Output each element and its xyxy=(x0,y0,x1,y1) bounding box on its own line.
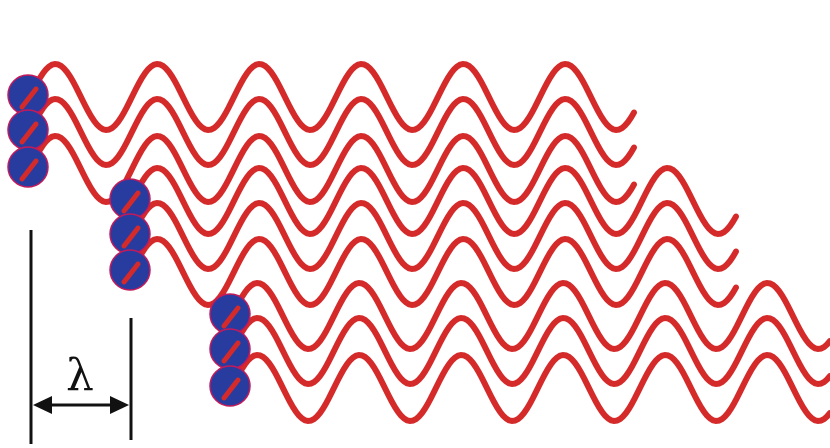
wave-source-dot xyxy=(209,328,251,370)
wave-source-dot xyxy=(209,365,251,407)
wave-source-dot xyxy=(109,249,151,291)
wavelength-label: λ xyxy=(66,350,94,401)
wave-line xyxy=(31,60,637,134)
source-emission-tick xyxy=(19,86,39,110)
source-emission-tick xyxy=(221,305,241,329)
wave-source-dot xyxy=(7,146,49,188)
wave-line xyxy=(133,235,739,309)
source-emission-tick xyxy=(121,261,141,285)
wave-line xyxy=(133,164,739,238)
wave-line xyxy=(233,279,830,353)
wavelength-marker: λ xyxy=(29,230,133,444)
wave-source-dot xyxy=(7,109,49,151)
source-emission-tick xyxy=(19,158,39,182)
sources-layer xyxy=(7,74,251,407)
source-emission-tick xyxy=(221,377,241,401)
wave-line xyxy=(31,132,637,206)
wave-line xyxy=(233,351,830,425)
source-emission-tick xyxy=(19,121,39,145)
source-emission-tick xyxy=(121,225,141,249)
wave-line xyxy=(233,314,830,388)
source-emission-tick xyxy=(121,190,141,214)
source-emission-tick xyxy=(221,340,241,364)
wavelength-arrowhead-right xyxy=(110,396,129,414)
wave-source-dot xyxy=(109,178,151,220)
wave-line xyxy=(133,199,739,273)
wave-source-dot xyxy=(7,74,49,116)
waves-layer xyxy=(31,60,830,425)
wave-line xyxy=(31,95,637,169)
wave-source-dot xyxy=(109,213,151,255)
wavelength-arrowhead-left xyxy=(33,396,52,414)
wave-source-dot xyxy=(209,293,251,335)
